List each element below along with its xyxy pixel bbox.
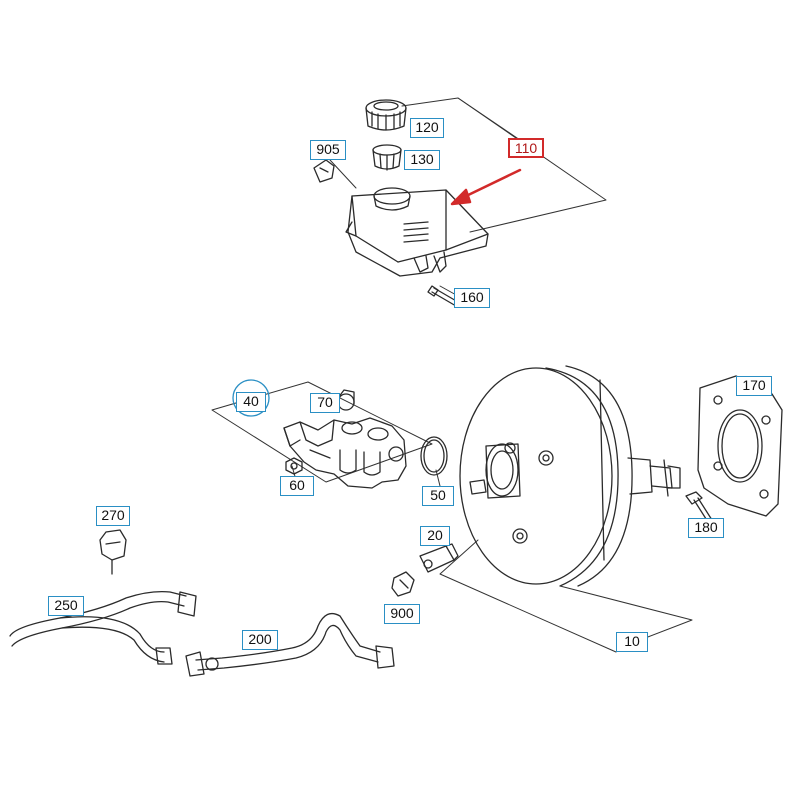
vacuum-hose-200: [185, 612, 395, 677]
reservoir-cap: [365, 99, 407, 131]
grommet-900: [391, 571, 415, 597]
booster-leader-lines: [439, 539, 693, 653]
callout-160[interactable]: 160: [454, 288, 490, 308]
gasket-170: [697, 375, 783, 517]
callout-250[interactable]: 250: [48, 596, 84, 616]
callout-905[interactable]: 905: [310, 140, 346, 160]
o-ring-50: [420, 436, 448, 476]
callout-270[interactable]: 270: [96, 506, 130, 526]
callout-200[interactable]: 200: [242, 630, 278, 650]
callout-130[interactable]: 130: [404, 150, 440, 170]
brake-booster: [459, 365, 681, 587]
clip-part-905: [313, 159, 335, 183]
callout-40[interactable]: 40: [236, 392, 266, 412]
callout-110-highlighted[interactable]: 110: [508, 138, 544, 158]
callout-60[interactable]: 60: [280, 476, 314, 496]
callout-180[interactable]: 180: [688, 518, 724, 538]
callout-120[interactable]: 120: [410, 118, 444, 138]
check-valve-20: [419, 543, 459, 573]
callout-10[interactable]: 10: [616, 632, 648, 652]
brake-fluid-reservoir: [345, 187, 489, 277]
callout-50[interactable]: 50: [422, 486, 454, 506]
position-marker-circle: [232, 379, 270, 417]
brake-master-cylinder: [283, 417, 407, 489]
vacuum-hose-250: [9, 590, 197, 665]
strainer-filter: [372, 144, 402, 171]
callout-70[interactable]: 70: [310, 393, 340, 413]
seal-part-70: [337, 389, 355, 411]
nut-60: [285, 457, 303, 475]
callout-20[interactable]: 20: [420, 526, 450, 546]
callout-170[interactable]: 170: [736, 376, 772, 396]
callout-900[interactable]: 900: [384, 604, 420, 624]
red-pointer-arrow: [450, 168, 522, 206]
hose-clip-270: [99, 529, 127, 575]
